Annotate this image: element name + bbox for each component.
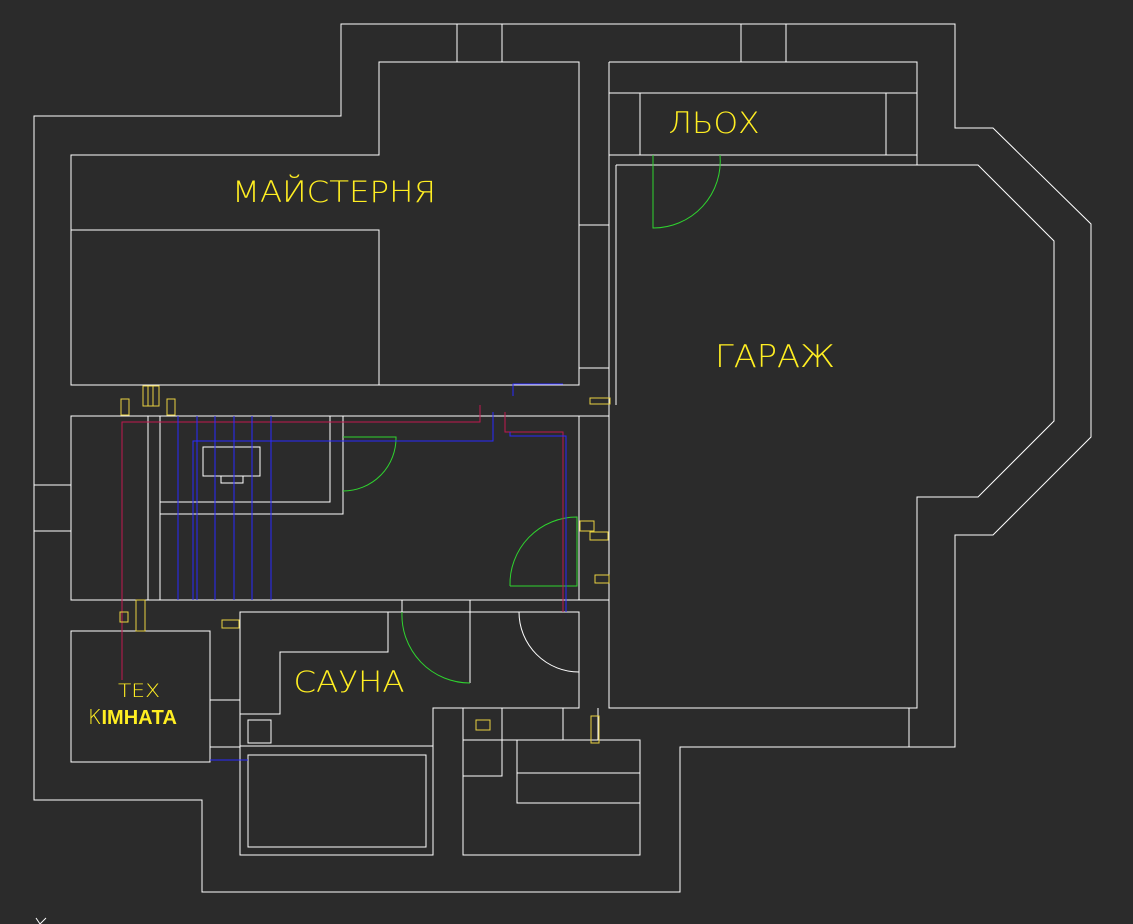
sauna-bench — [247, 754, 427, 848]
outer-wall — [33, 23, 1092, 893]
radiator-1 — [120, 398, 130, 416]
workshop-inner — [70, 229, 380, 385]
sauna-door-swing — [401, 611, 471, 684]
room-labels: МАЙСТЕРНЯ ЛЬОХ ГАРАЖ САУНА ТЕХ КІМНАТА — [88, 106, 835, 729]
sauna-walls — [239, 611, 580, 856]
radiator-5 — [579, 520, 595, 532]
radiator-3 — [166, 398, 176, 416]
red-pipe-right — [504, 412, 564, 612]
blue-risers — [177, 416, 272, 600]
stair-left — [147, 416, 161, 600]
radiator-2 — [142, 385, 160, 407]
cellar-walls — [608, 61, 918, 165]
ucs-icon — [35, 917, 47, 924]
stair-fixture — [202, 446, 261, 477]
stair-fixture-base — [220, 475, 244, 484]
fixtures — [119, 385, 611, 744]
stair-door-swing — [342, 436, 397, 492]
label-sauna: САУНА — [294, 665, 405, 699]
label-tech-line2-prefix: К — [88, 705, 101, 729]
blue-pipe-top — [512, 383, 563, 396]
radiator-4 — [589, 397, 611, 405]
stair-box — [160, 415, 344, 515]
pipes — [121, 383, 567, 761]
left-window — [34, 484, 71, 532]
radiator-6 — [589, 531, 609, 541]
label-workshop: МАЙСТЕРНЯ — [232, 175, 436, 209]
workshop-side — [579, 224, 609, 369]
label-cellar: ЛЬОХ — [669, 106, 760, 140]
workshop-walls — [70, 61, 580, 386]
label-tech-line1: ТЕХ — [118, 680, 160, 702]
sauna-second-door-swing — [518, 611, 580, 673]
label-garage: ГАРАЖ — [715, 339, 835, 375]
garage-walls — [608, 155, 1055, 709]
radiator-8 — [119, 611, 129, 623]
radiator-9 — [135, 599, 146, 632]
label-tech-line2: КІМНАТА — [88, 705, 177, 729]
tech-room-side — [210, 699, 240, 748]
hall-walls — [70, 415, 580, 601]
top-window-2 — [740, 24, 787, 62]
bathroom-walls — [462, 708, 641, 856]
radiator-7 — [594, 574, 610, 584]
sauna-inner — [240, 600, 471, 747]
blue-pipe-right — [509, 432, 567, 612]
hall-door-swing — [509, 516, 578, 587]
radiator-2-bars — [147, 386, 154, 406]
sauna-stove — [247, 719, 272, 744]
top-window-1 — [456, 24, 503, 62]
cellar-door-swing — [652, 154, 721, 229]
radiator-10 — [221, 619, 240, 629]
blue-pipe-main — [192, 412, 494, 600]
door-swings — [342, 154, 721, 684]
radiator-11 — [475, 719, 491, 731]
radiator-12 — [590, 715, 600, 744]
label-tech-line2-rest: ІМНАТА — [101, 707, 177, 729]
red-pipe-main — [121, 405, 481, 680]
hall-side — [579, 415, 609, 601]
walls — [33, 23, 1092, 893]
